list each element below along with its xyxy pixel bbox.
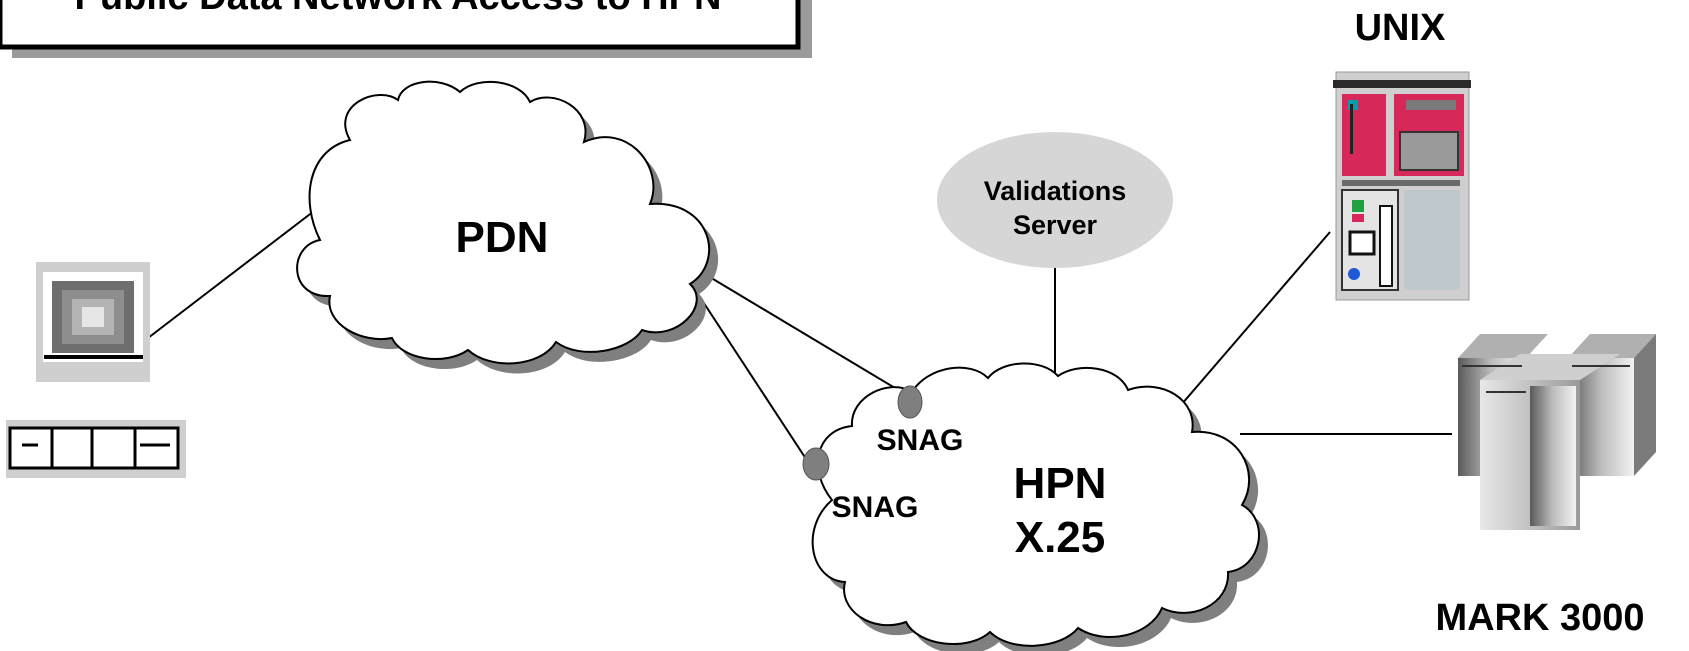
mark3000-icon: MARK 3000 <box>1435 334 1656 639</box>
unix-screen <box>1399 131 1459 171</box>
mark3000-side-right <box>1634 334 1656 476</box>
pdn-label: PDN <box>456 213 549 262</box>
mark3000-front-panel <box>1530 386 1576 526</box>
x25-label: X.25 <box>1015 513 1106 562</box>
mark3000-top-left <box>1458 334 1548 358</box>
validations-server-ellipse <box>937 132 1173 268</box>
hpn-label: HPN <box>1014 459 1107 508</box>
link-pdn-snag-upper <box>677 257 911 398</box>
unix-power-led <box>1348 268 1360 280</box>
snag-lower-node <box>802 447 830 481</box>
title-text: Public Data Network Access to HPN <box>75 0 722 18</box>
link-terminal-pdn <box>147 207 319 339</box>
link-pdn-snag-lower <box>693 287 811 466</box>
hpn-cloud-body <box>811 362 1260 647</box>
hpn-cloud: HPN X.25 SNAG SNAG <box>811 362 1268 651</box>
monitor-screen-center <box>82 307 104 327</box>
link-hpn-unix <box>1174 231 1331 413</box>
validations-label: Validations <box>984 176 1127 206</box>
pdn-cloud-body <box>296 80 711 365</box>
snag-lower-label: SNAG <box>832 491 919 524</box>
snag-upper-node <box>897 385 923 419</box>
unix-led-green <box>1352 200 1364 212</box>
validations-server: Validations Server <box>937 132 1173 268</box>
unix-drive-1 <box>1348 230 1376 256</box>
mark3000-label: MARK 3000 <box>1435 597 1644 639</box>
title-box-frame <box>0 0 801 50</box>
unix-label: UNIX <box>1355 7 1446 49</box>
unix-led-red <box>1352 214 1364 222</box>
unix-drive-2 <box>1379 205 1393 287</box>
mark3000-top-center <box>1480 354 1620 380</box>
connections <box>147 207 1452 466</box>
snag-upper-label: SNAG <box>877 424 964 457</box>
unix-slot <box>1406 100 1456 110</box>
unix-side-panel <box>1404 190 1460 290</box>
unix-rail <box>1350 104 1353 154</box>
pdn-cloud: PDN <box>296 80 719 374</box>
title-box: Public Data Network Access to HPN <box>0 0 812 58</box>
unix-server-icon: UNIX <box>1333 7 1471 301</box>
unix-top-bar <box>1333 80 1471 88</box>
keyboard-keys <box>8 426 180 470</box>
unix-divider <box>1342 180 1460 186</box>
terminal-icon <box>6 262 186 478</box>
mark3000-top-right <box>1568 334 1656 358</box>
server-label: Server <box>1013 210 1098 240</box>
